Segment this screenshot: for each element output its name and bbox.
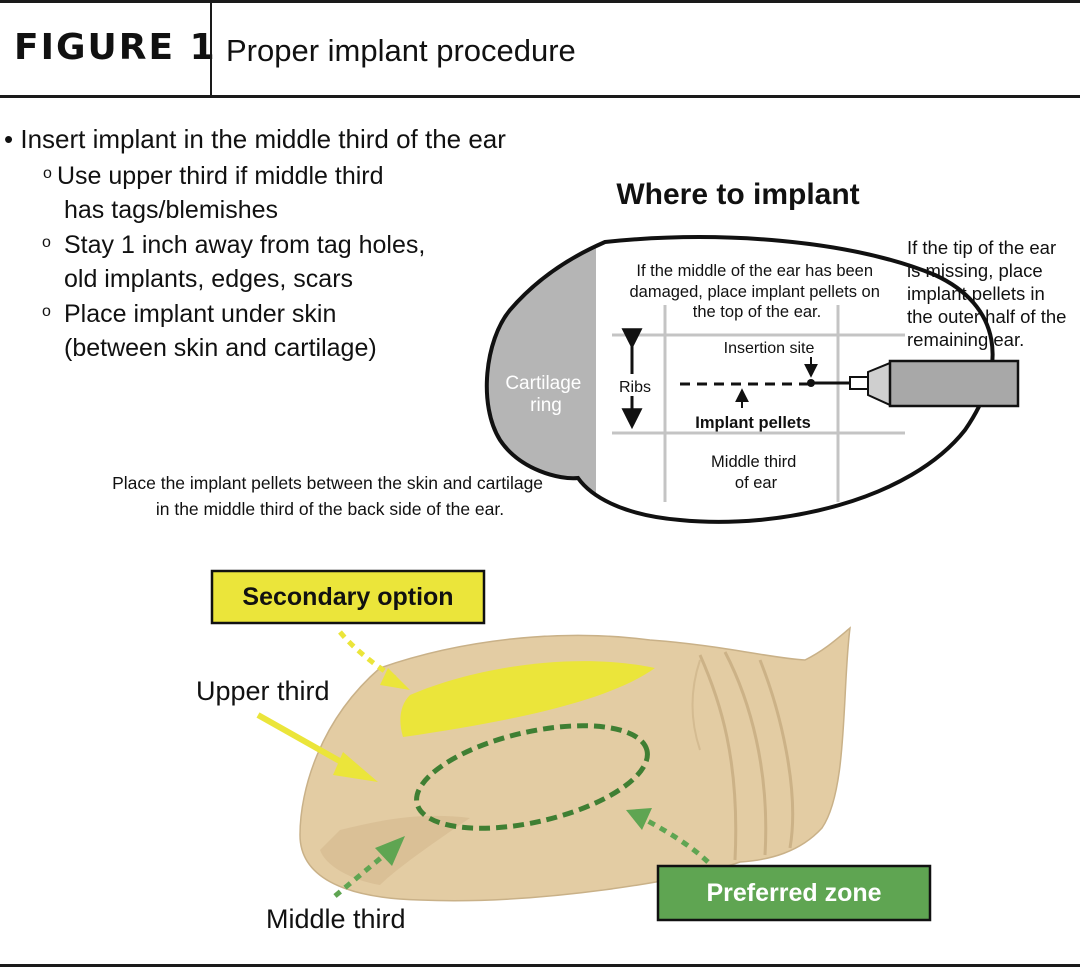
figure-label: FIGURE 1: [14, 27, 217, 68]
missing-tip-note: If the tip of the ear is missing, place …: [907, 237, 1072, 350]
preferred-zone-arrow: [640, 815, 710, 864]
sub-item-line: Stay 1 inch away from tag holes,: [64, 231, 426, 259]
bullet-icon: •: [4, 124, 14, 154]
figure-title: Proper implant procedure: [226, 33, 576, 68]
implanter-gun-icon: [811, 359, 1020, 408]
sub-item-line: old implants, edges, scars: [64, 265, 354, 293]
preferred-zone-label: Preferred zone: [706, 879, 881, 907]
middle-third-arrowhead: [375, 836, 405, 866]
sub-item-distance: o Stay 1 inch away from tag holes, old i…: [42, 228, 426, 296]
header-rule: [0, 95, 1080, 98]
middle-third-arrow: [333, 850, 390, 898]
implant-pellets-label: Implant pellets: [695, 414, 811, 432]
sub-bullet-icon: o: [42, 303, 51, 320]
ribs-label: Ribs: [619, 379, 651, 396]
upper-third-arrow: [256, 712, 354, 771]
upper-third-arrowhead: [333, 752, 378, 782]
middle-third-label: Middle third: [266, 904, 406, 934]
preferred-zone-box: [656, 864, 932, 922]
sub-bullet-icon: o: [42, 234, 51, 251]
sub-item-line: has tags/blemishes: [64, 196, 279, 224]
sub-item-line: Use upper third if middle third: [57, 162, 384, 190]
bottom-rule: [0, 964, 1080, 967]
header-divider: [210, 3, 212, 97]
upper-third-label: Upper third: [196, 676, 330, 706]
sub-bullet-icon: o: [43, 165, 52, 182]
ear-outline: [484, 235, 995, 524]
damaged-ear-note: If the middle of the ear has been damage…: [629, 262, 884, 321]
secondary-option-arrowhead: [380, 668, 410, 690]
placement-caption: Place the implant pellets between the sk…: [112, 473, 548, 519]
ear-illustration: [299, 626, 851, 902]
preferred-zone-outline: [414, 723, 650, 831]
main-instruction: • Insert implant in the middle third of …: [4, 124, 506, 155]
top-diagram-title: Where to implant: [616, 178, 859, 211]
secondary-option-box: [210, 569, 486, 625]
sub-item-line: Place implant under skin: [64, 300, 337, 328]
secondary-zone-shape: [400, 661, 655, 737]
middle-third-ear-label: Middle third of ear: [711, 453, 801, 492]
sub-item-line: (between skin and cartilage): [64, 334, 377, 362]
top-rule: [0, 0, 1080, 3]
ear-cross-section: [484, 235, 995, 524]
secondary-option-label: Secondary option: [242, 583, 453, 611]
preferred-zone-arrowhead: [626, 808, 652, 830]
insertion-site-label: Insertion site: [724, 340, 815, 357]
sub-item-upper-third: o Use upper third if middle third has ta…: [43, 159, 384, 227]
main-instruction-text: Insert implant in the middle third of th…: [20, 124, 506, 154]
grid-lines: [612, 305, 905, 502]
ribs-label-bg: [618, 374, 652, 396]
cartilage-ring-label: Cartilage ring: [505, 373, 586, 416]
sub-item-under-skin: o Place implant under skin (between skin…: [42, 297, 377, 365]
